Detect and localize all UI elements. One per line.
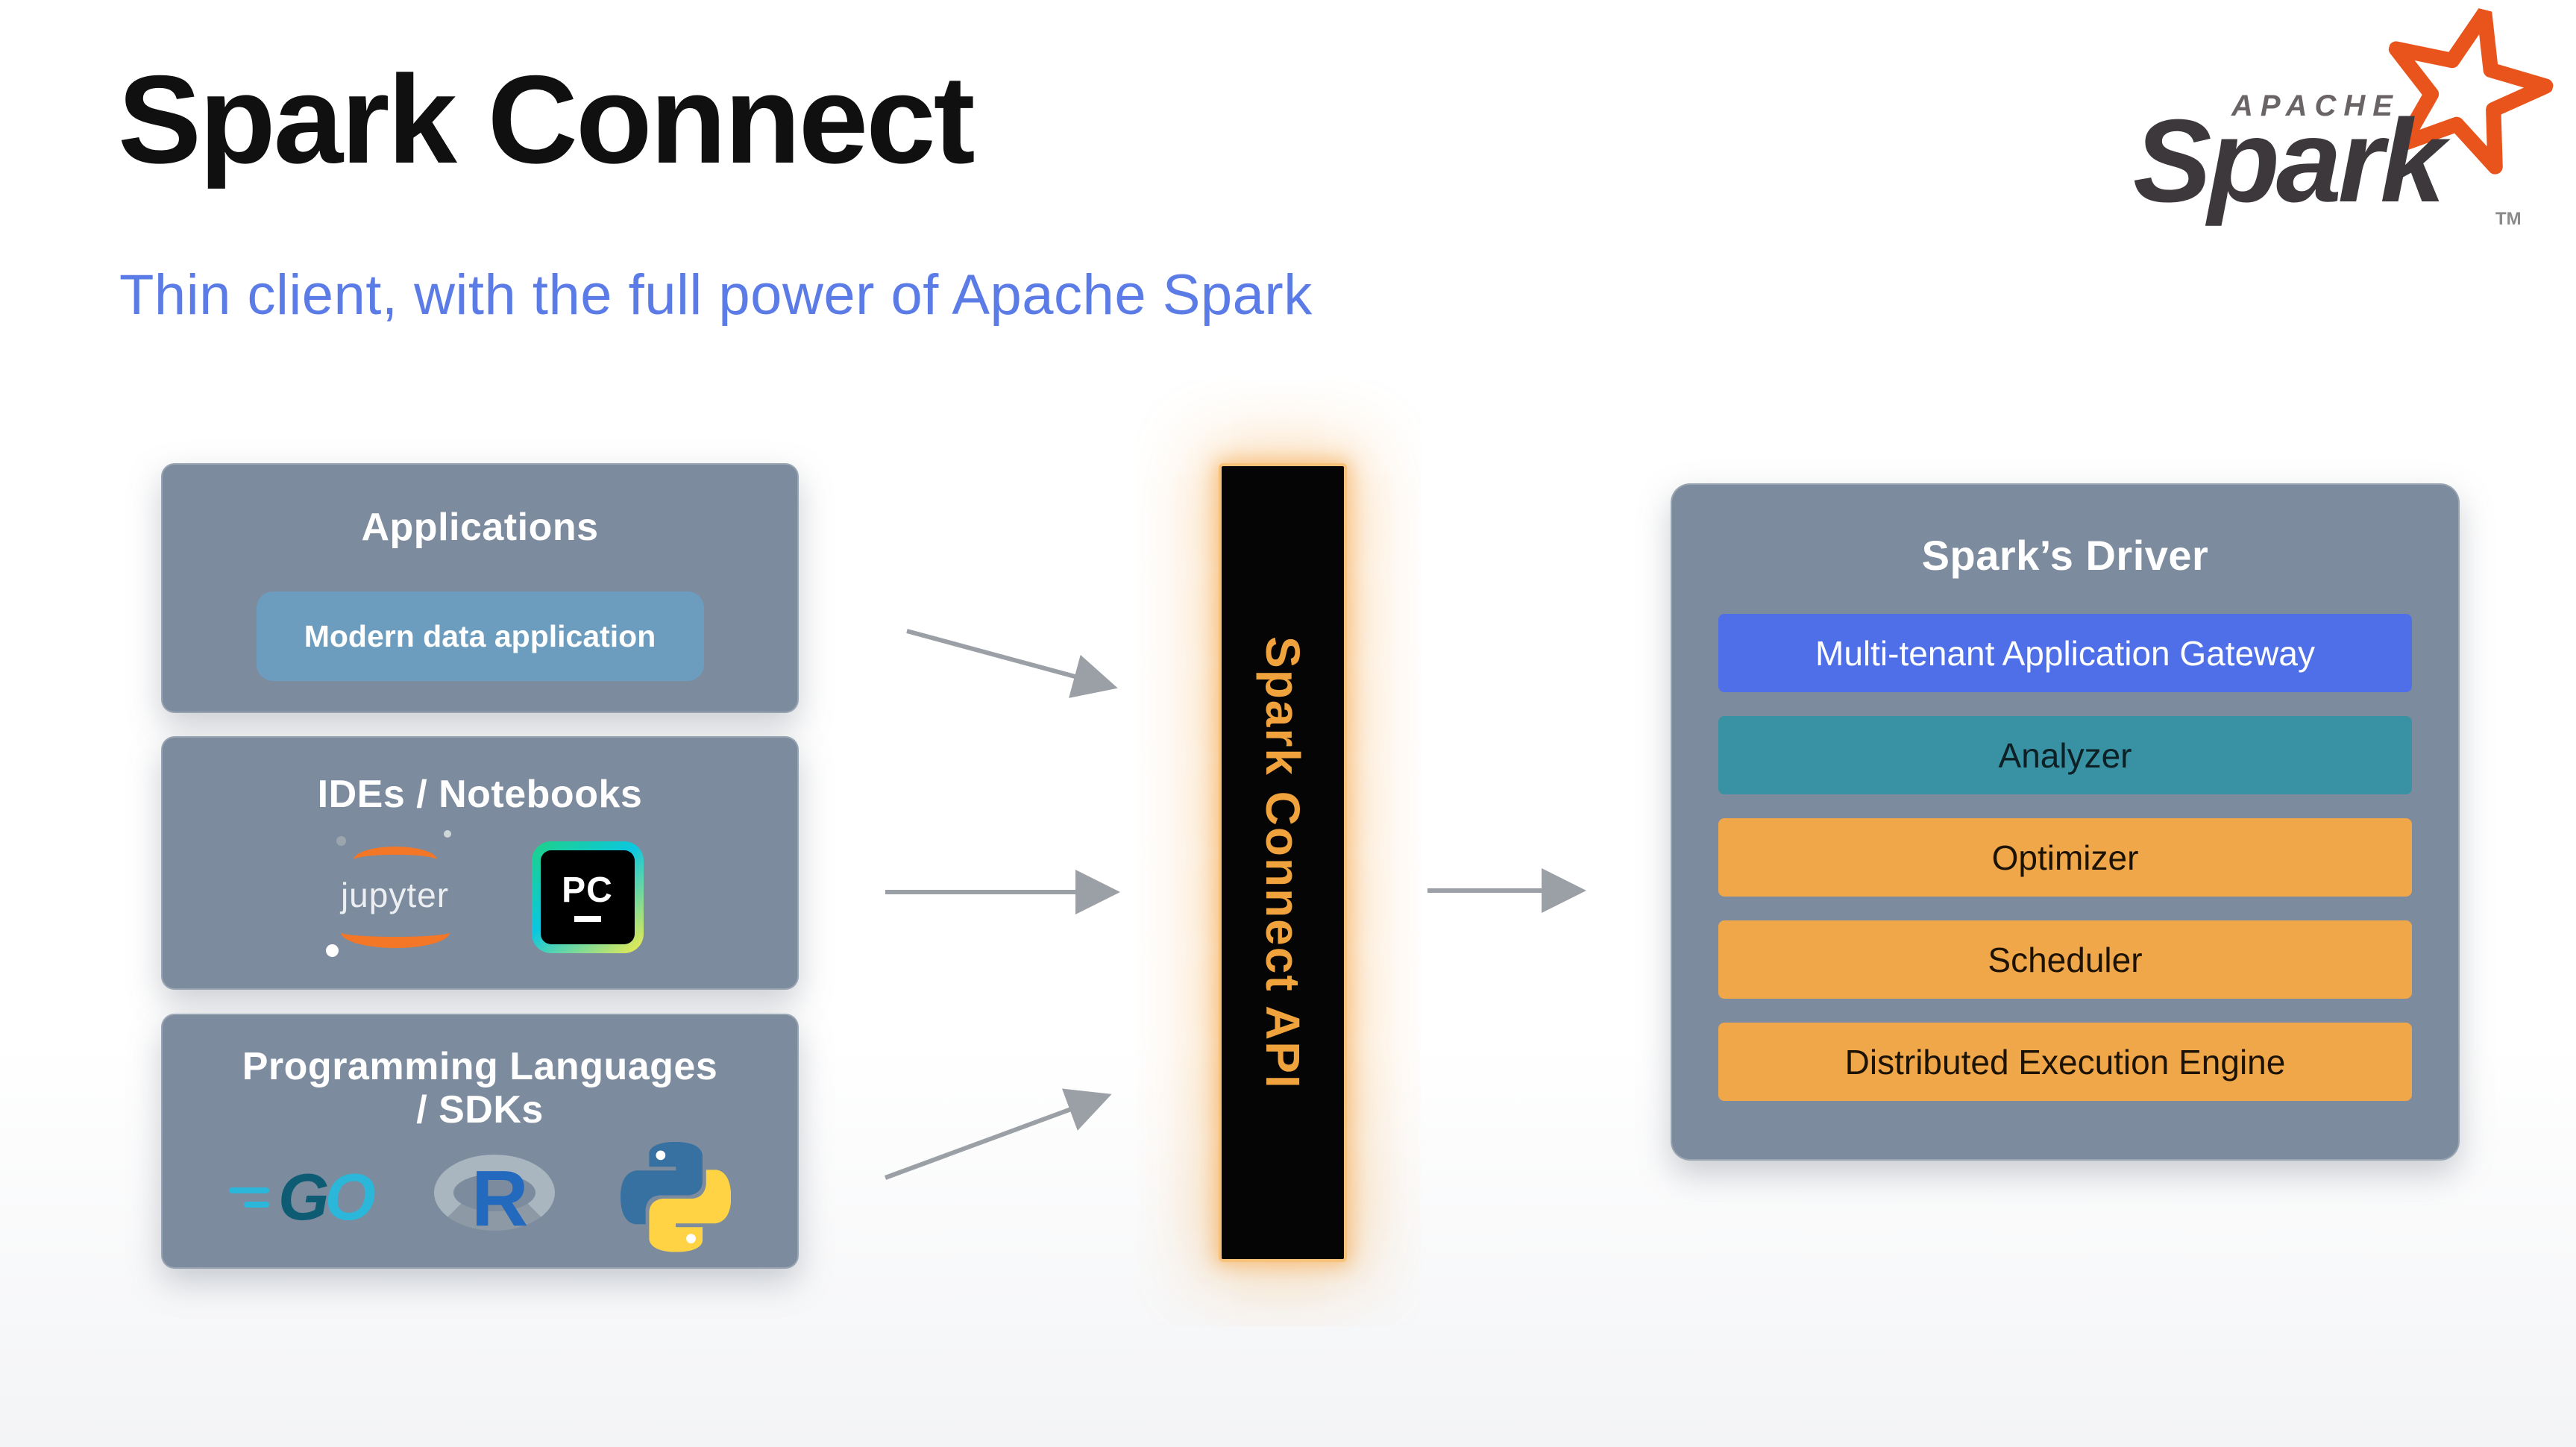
python-icon xyxy=(621,1142,731,1253)
golang-icon: G O xyxy=(229,1164,376,1230)
jupyter-bottom-arc-icon xyxy=(340,917,450,948)
spark-connect-api-label: Spark Connect API xyxy=(1256,635,1310,1090)
jupyter-icon: jupyter xyxy=(317,827,474,967)
driver-row-optimizer: Optimizer xyxy=(1718,818,2412,897)
pycharm-underscore-icon xyxy=(574,916,601,922)
spark-driver-title: Spark’s Driver xyxy=(1921,532,2209,579)
apache-label: APACHE xyxy=(2231,90,2400,122)
apache-spark-logo: APACHE Spark TM xyxy=(2118,5,2566,245)
driver-row-execution-engine: Distributed Execution Engine xyxy=(1718,1023,2412,1101)
languages-icons-row: G O R xyxy=(163,1142,797,1253)
spark-star-icon xyxy=(2388,5,2554,175)
driver-row-gateway: Multi-tenant Application Gateway xyxy=(1718,614,2412,692)
ides-notebooks-box: IDEs / Notebooks jupyter PC xyxy=(161,736,799,990)
r-language-icon: R xyxy=(433,1147,562,1247)
modern-data-application-chip: Modern data application xyxy=(256,591,704,681)
trademark-label: TM xyxy=(2495,209,2522,229)
r-label: R xyxy=(471,1155,529,1243)
spark-wordmark: Spark xyxy=(2133,95,2445,227)
page-subtitle: Thin client, with the full power of Apac… xyxy=(119,263,1313,327)
applications-box: Applications Modern data application xyxy=(161,463,799,713)
golang-o-label: O xyxy=(324,1160,376,1234)
applications-title: Applications xyxy=(361,506,599,549)
programming-languages-box: Programming Languages / SDKs G O R xyxy=(161,1014,799,1269)
pycharm-inner-square: PC xyxy=(540,850,635,944)
page-title: Spark Connect xyxy=(118,49,976,189)
jupyter-label: jupyter xyxy=(340,876,450,914)
jupyter-moon-dot-icon xyxy=(443,830,451,838)
pycharm-icon: PC xyxy=(531,841,644,953)
spark-driver-rows: Multi-tenant Application Gateway Analyze… xyxy=(1718,614,2412,1101)
driver-row-analyzer: Analyzer xyxy=(1718,716,2412,794)
ides-notebooks-title: IDEs / Notebooks xyxy=(317,773,643,816)
golang-speed-lines-icon xyxy=(229,1187,270,1208)
pycharm-label: PC xyxy=(562,870,613,910)
spark-driver-panel: Spark’s Driver Multi-tenant Application … xyxy=(1671,483,2460,1161)
spark-connect-api-bar: Spark Connect API xyxy=(1219,463,1347,1262)
arrow-applications-to-api xyxy=(906,629,1118,698)
programming-languages-title: Programming Languages / SDKs xyxy=(242,1045,718,1132)
driver-row-scheduler: Scheduler xyxy=(1718,920,2412,999)
jupyter-moon-dot-icon xyxy=(325,944,339,957)
jupyter-moon-dot-icon xyxy=(336,836,346,846)
jupyter-top-arc-icon xyxy=(353,847,437,873)
ides-icons-row: jupyter PC xyxy=(163,827,797,967)
arrow-languages-to-api xyxy=(884,1088,1112,1180)
golang-g-label: G xyxy=(278,1160,329,1234)
